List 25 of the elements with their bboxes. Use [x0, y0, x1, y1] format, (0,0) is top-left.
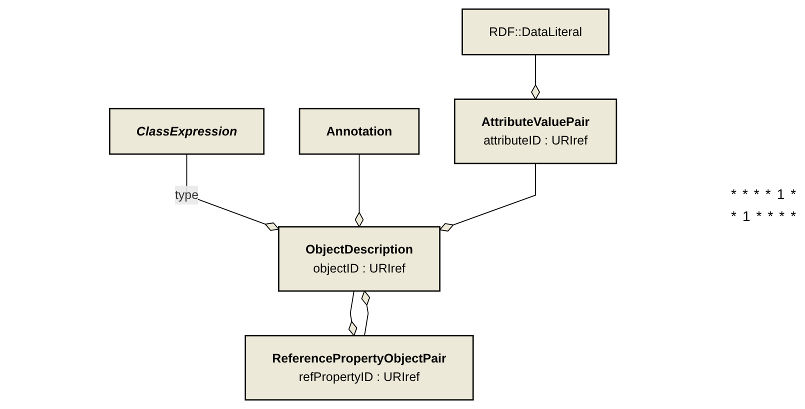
multiplicity-label: * — [756, 208, 762, 224]
node-box — [245, 334, 474, 401]
multiplicity-label: 1 — [776, 186, 785, 202]
multiplicity-label: * — [754, 186, 760, 202]
multiplicity-label: * — [790, 186, 796, 202]
multiplicity-label: * — [731, 208, 736, 224]
connector — [355, 154, 364, 228]
node-box — [109, 108, 265, 155]
connector — [348, 290, 358, 336]
multiplicity-label: * — [779, 208, 785, 224]
node-box — [462, 8, 610, 56]
connector — [186, 154, 280, 231]
connector — [440, 163, 536, 232]
node-box — [454, 98, 618, 164]
multiplicity-label: 1 — [742, 208, 750, 224]
multiplicity-label: * — [765, 186, 771, 202]
connector — [532, 54, 540, 100]
multiplicity-label: * — [742, 186, 748, 202]
multiplicity-label: * — [731, 186, 736, 202]
multiplicity-label: * — [768, 208, 774, 224]
multiplicity-label: * — [790, 208, 796, 224]
class-diagram: RDF::DataLiteral AttributeValuePair attributeID : URIref ClassExpression Annotation type ObjectDescription objectID : URIref ReferencePropertyObjectPair refPropertyID : URIref — [71, 2, 656, 407]
connector — [362, 290, 371, 336]
node-box — [299, 108, 420, 155]
node-box — [278, 226, 441, 292]
